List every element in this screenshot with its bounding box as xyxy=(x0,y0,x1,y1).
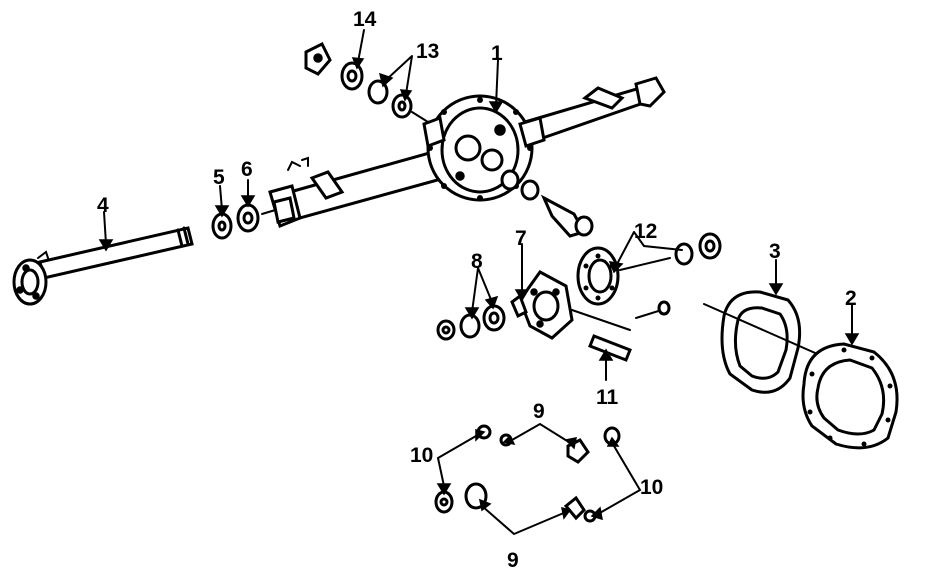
cover-gasket xyxy=(703,290,891,394)
callout-4: 4 xyxy=(97,194,109,217)
callout-1: 1 xyxy=(491,42,503,65)
callout-6: 6 xyxy=(241,158,253,181)
differential-cover xyxy=(801,342,899,450)
callout-14: 14 xyxy=(353,8,377,31)
callout-9-lower: 9 xyxy=(507,549,519,572)
callout-12: 12 xyxy=(634,220,657,243)
differential-case xyxy=(510,270,631,340)
callout-11: 11 xyxy=(596,386,619,409)
pinion-gear xyxy=(500,169,594,238)
callout-13: 13 xyxy=(416,40,439,63)
callout-9-upper: 9 xyxy=(533,400,545,423)
callout-labels: 1 2 3 4 5 6 7 8 9 9 10 10 11 12 13 14 xyxy=(97,8,857,572)
axle-shaft xyxy=(12,226,194,306)
side-gears-and-washers xyxy=(434,424,621,523)
axle-housing xyxy=(268,76,666,229)
callout-10-right: 10 xyxy=(640,476,663,499)
callout-10-left: 10 xyxy=(410,444,433,467)
callout-2: 2 xyxy=(845,287,857,310)
callout-8: 8 xyxy=(471,250,483,273)
callout-3: 3 xyxy=(769,240,781,263)
leader-lines xyxy=(98,29,860,536)
carrier-bearings xyxy=(436,304,506,341)
wheel-bearing-and-seal xyxy=(211,196,296,240)
callout-5: 5 xyxy=(213,166,225,189)
pinion-seal-stack xyxy=(304,41,429,123)
callout-7: 7 xyxy=(515,227,527,250)
ring-gear xyxy=(576,232,722,319)
pinion-shaft xyxy=(588,334,632,362)
